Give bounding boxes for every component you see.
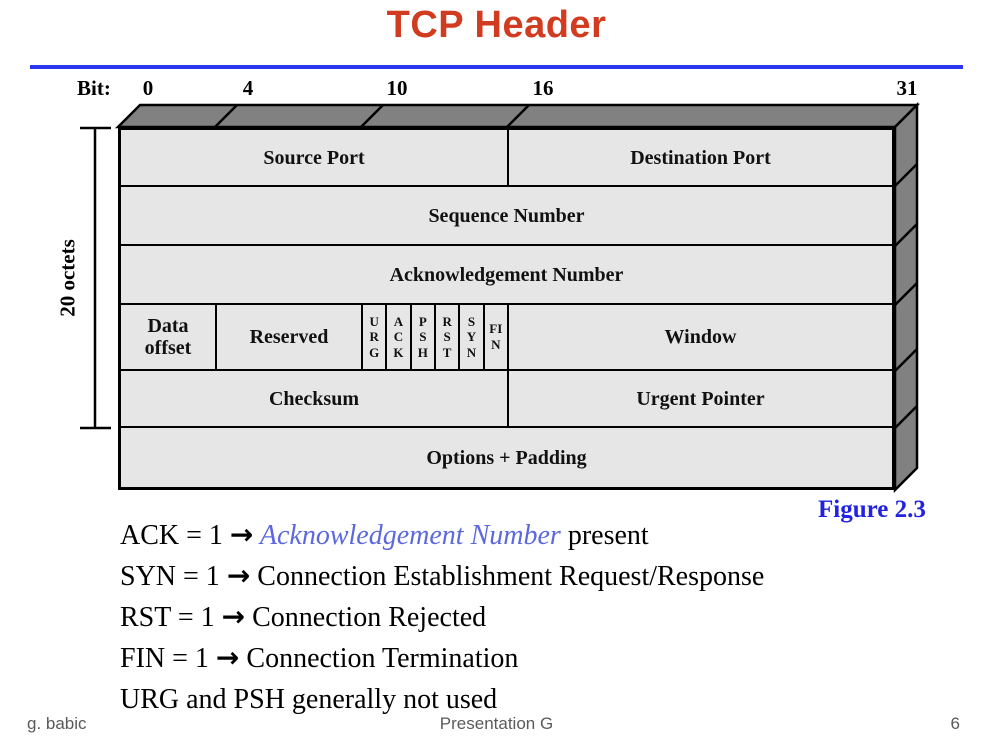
right-face-div-row2 [894, 223, 918, 247]
top-face-div-bit16 [506, 104, 530, 128]
bit-tick-10: 10 [386, 76, 408, 100]
note-ack: ACK = 1 → Acknowledgement Number present [120, 514, 764, 555]
cell-checksum: Checksum [268, 387, 359, 410]
footer-presentation: Presentation G [439, 714, 554, 733]
flag-ack-label: ACK [393, 313, 404, 360]
row-options: Options + Padding [121, 428, 892, 487]
note-syn: SYN = 1 → Connection Establishment Reque… [120, 555, 764, 596]
tcp-header-diagram: Source Port Destination Port Sequence Nu… [118, 127, 895, 490]
note-ack-tail: present [560, 520, 649, 551]
note-syn-lead: SYN = 1 [120, 561, 227, 592]
flag-urg-label: URG [369, 313, 380, 360]
row-sequence: Sequence Number [121, 187, 892, 246]
flag-fin-label: FIN [489, 321, 503, 352]
right-face [893, 101, 919, 494]
flag-rst-label: RST [442, 313, 452, 360]
flag-syn-label: SYN [466, 313, 477, 360]
flag-psh: PSH [409, 305, 434, 369]
cell-window: Window [507, 305, 892, 369]
top-face-div-bit10 [360, 104, 384, 128]
note-ack-lead: ACK = 1 [120, 520, 230, 551]
bit-scale-label: Bit: [77, 76, 111, 100]
footer-page-number: 6 [950, 714, 960, 733]
octets-label: 20 octets [55, 239, 80, 317]
top-face [114, 103, 921, 129]
flag-notes: ACK = 1 → Acknowledgement Number present… [120, 514, 764, 719]
flag-rst: RST [433, 305, 458, 369]
row-checksum: Checksum Urgent Pointer [121, 371, 892, 428]
cell-sequence-number: Sequence Number [428, 204, 585, 227]
right-face-div-row5 [894, 405, 918, 429]
arrow-icon: → [221, 600, 246, 633]
arrow-icon: → [226, 559, 251, 592]
cell-reserved: Reserved [215, 305, 361, 369]
row-ports: Source Port Destination Port [121, 130, 892, 187]
flag-psh-label: PSH [417, 313, 428, 360]
note-urg-psh: URG and PSH generally not used [120, 678, 764, 719]
footer-author: g. babic [27, 714, 87, 733]
row-flags: Data offset Reserved URG ACK PSH RST SYN… [121, 305, 892, 371]
arrow-icon: → [215, 641, 240, 674]
row-acknowledgement: Acknowledgement Number [121, 246, 892, 305]
title-divider-rule [30, 65, 963, 69]
bit-tick-31: 31 [896, 76, 918, 100]
flag-urg: URG [361, 305, 385, 369]
right-face-div-row4 [894, 348, 918, 372]
note-syn-tail: Connection Establishment Request/Respons… [250, 561, 765, 592]
note-rst: RST = 1 → Connection Rejected [120, 596, 764, 637]
note-rst-lead: RST = 1 [120, 602, 222, 633]
top-face-div-bit4 [214, 104, 238, 128]
note-urg-psh-lead: URG and PSH generally not used [120, 684, 498, 715]
bit-tick-4: 4 [242, 76, 254, 100]
note-fin: FIN = 1 → Connection Termination [120, 637, 764, 678]
slide-title: TCP Header [386, 4, 607, 46]
cell-data-offset: Data offset [144, 315, 192, 359]
right-face-div-row1 [894, 163, 918, 187]
flag-cells: URG ACK PSH RST SYN FIN [361, 305, 507, 369]
flag-fin: FIN [482, 305, 507, 369]
flag-syn: SYN [458, 305, 482, 369]
note-fin-tail: Connection Termination [239, 643, 519, 674]
cell-source-port: Source Port [263, 146, 365, 169]
figure-caption: Figure 2.3 [818, 496, 926, 523]
cell-urgent-pointer: Urgent Pointer [507, 371, 892, 426]
flag-ack: ACK [385, 305, 409, 369]
arrow-icon: → [229, 518, 254, 551]
note-ack-highlight: Acknowledgement Number [253, 520, 561, 551]
cell-acknowledgement-number: Acknowledgement Number [389, 263, 624, 286]
right-face-div-row3 [894, 282, 918, 306]
bit-tick-16: 16 [532, 76, 554, 100]
octets-bracket [80, 126, 111, 430]
bit-tick-0: 0 [142, 76, 154, 100]
cell-destination-port: Destination Port [507, 130, 892, 185]
cell-options-padding: Options + Padding [426, 446, 587, 469]
note-fin-lead: FIN = 1 [120, 643, 216, 674]
note-rst-tail: Connection Rejected [245, 602, 487, 633]
